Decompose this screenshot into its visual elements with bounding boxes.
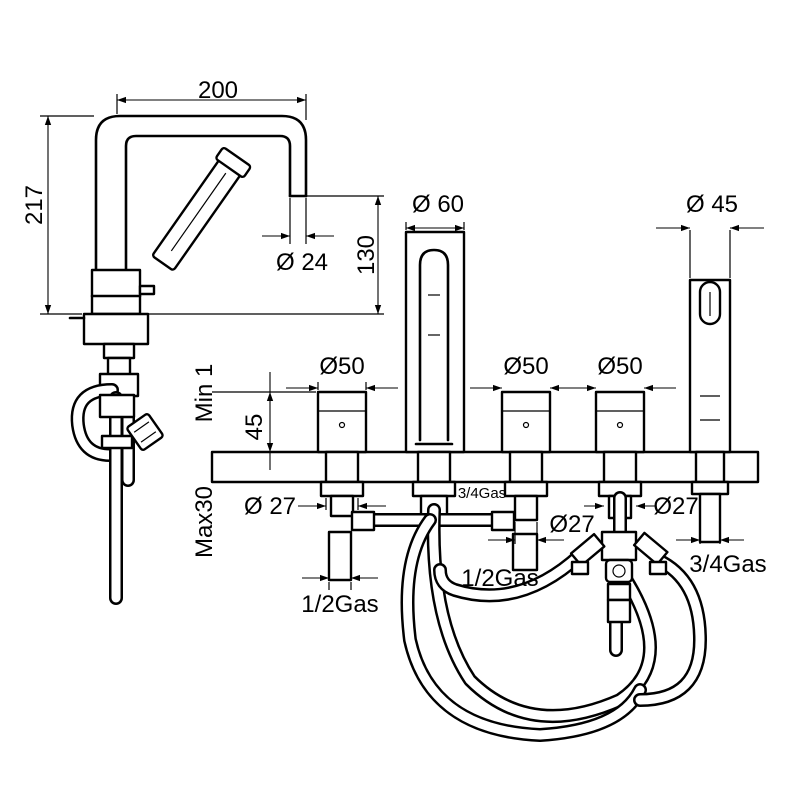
dim-handle-right-diameter: Ø50 [597,353,642,380]
dim-spout-height: 217 [21,185,48,225]
spout-inner-outline [124,134,292,272]
side-body [90,268,142,316]
side-view: 200 217 130 Ø 24 [21,77,384,605]
dim-handle-mid-diameter: Ø50 [503,353,548,380]
dim-body-height: 45 [241,414,268,441]
center-spout-body [404,230,466,454]
dim-shank-left-diameter: Ø 27 [244,493,296,520]
side-hand-shower [152,146,252,271]
dim-max-label: Max30 [191,486,218,558]
front-view: Ø 60 Ø 45 Ø50 Ø50 Ø50 45 Min 1 Max30 [191,191,767,742]
dim-shank-mid-diameter: Ø27 [549,511,594,538]
shank-left [319,450,365,582]
dim-min-label: Min 1 [191,364,218,423]
dim-center-spout-diameter: Ø 60 [412,191,464,218]
dim-shank-right-diameter: Ø27 [653,493,698,520]
deck-plate [210,450,760,484]
dim-thread-mid: 1/2Gas [461,565,538,592]
dim-thread-left: 1/2Gas [301,591,378,618]
dim-outlet-diameter: Ø 24 [276,249,328,276]
dim-outlet-height: 130 [353,235,380,275]
dim-spout-width: 200 [198,77,238,104]
diverter-block [569,530,669,624]
spout-outer-outline [94,114,308,314]
label-connection-center: 3/4Gas [458,485,506,502]
shank-shower [690,450,730,544]
shank-mid [503,450,549,572]
side-base [82,312,150,346]
dim-hand-shower-diameter: Ø 45 [686,191,738,218]
dim-thread-right: 3/4Gas [689,551,766,578]
dim-handle-left-diameter: Ø50 [319,353,364,380]
